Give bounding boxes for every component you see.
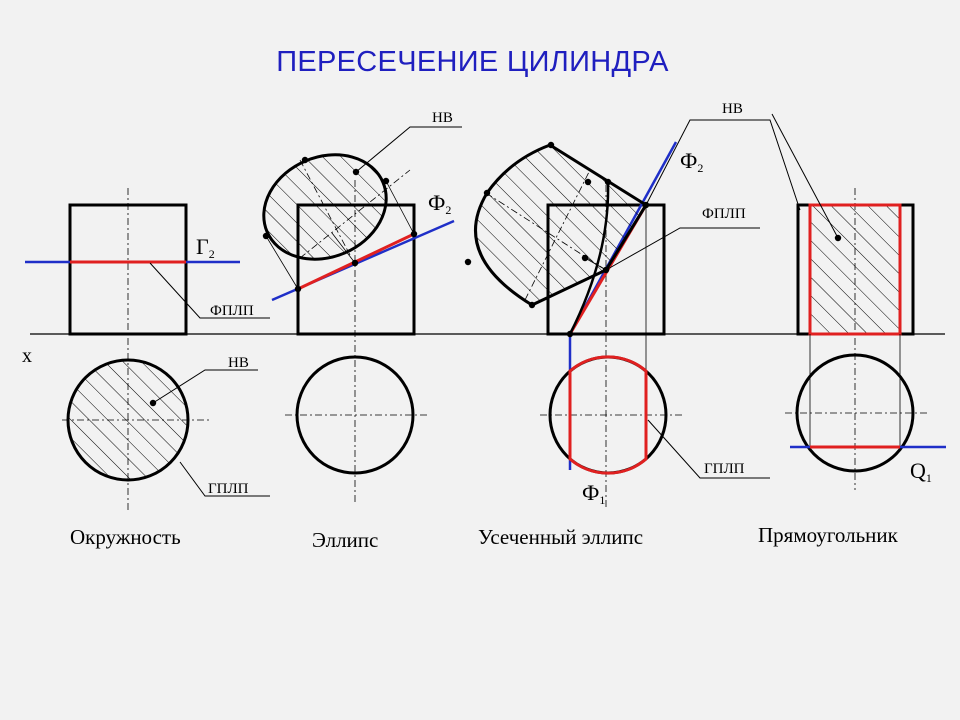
ellipse-chord (568, 181, 610, 335)
phi2-label: Ф2 (428, 190, 451, 217)
point-marker (301, 156, 309, 164)
caption-ellipse: Эллипс (312, 528, 379, 552)
point-marker (547, 141, 555, 149)
point-marker (382, 177, 390, 185)
nv-label: НВ (722, 101, 743, 117)
point-marker (483, 189, 491, 197)
nv-label: НВ (432, 110, 453, 126)
projection-line (265, 235, 299, 290)
q1-label: Q1 (910, 458, 932, 485)
front-view-square (68, 203, 188, 336)
hatch-fill (810, 205, 900, 334)
gamma2-label: Г2 (196, 234, 215, 261)
projection-line (385, 180, 415, 235)
fplp-label: ФПЛП (702, 206, 746, 222)
x-axis-label: x (22, 345, 32, 367)
gplp-label: ГПЛП (208, 481, 249, 497)
truncated-ellipse-section-figure: Ф2 ФПЛП ГПЛП Ф1 (464, 119, 801, 510)
point-marker (464, 258, 472, 266)
point-marker (294, 285, 302, 293)
point-marker (566, 330, 574, 338)
section-rectangle (808, 203, 902, 336)
hatch-fill (68, 360, 188, 480)
section-outline (568, 355, 648, 475)
phi1-label: Ф1 (582, 480, 605, 507)
nv-label: НВ (228, 355, 249, 371)
leader-line (605, 227, 760, 271)
caption-truncated-ellipse: Усеченный эллипс (478, 525, 644, 549)
point-marker (581, 254, 589, 262)
leader-line (645, 119, 801, 211)
point-marker (410, 230, 418, 238)
leader-line (647, 419, 770, 479)
leader-line (771, 113, 839, 239)
gplp-label: ГПЛП (704, 461, 745, 477)
point-marker (351, 259, 359, 267)
caption-rectangle: Прямоугольник (758, 523, 898, 547)
circle-section-figure: НВ ФПЛП ГПЛП Г2 (25, 188, 270, 510)
point-marker (528, 301, 536, 309)
diagram-title: ПЕРЕСЕЧЕНИЕ ЦИЛИНДРА (276, 46, 669, 78)
leader-line (152, 369, 258, 404)
fplp-label: ФПЛП (210, 303, 254, 319)
rectangle-section-figure: НВ Q1 (722, 101, 946, 490)
point-marker (584, 178, 592, 186)
ellipse-section-figure: НВ Ф2 (250, 110, 462, 505)
leader-line (149, 262, 270, 319)
caption-circle: Окружность (70, 525, 181, 549)
point-marker (604, 178, 612, 186)
phi2-label: Ф2 (680, 148, 703, 175)
point-marker (262, 232, 270, 240)
leader-line (179, 461, 270, 497)
true-view-truncated-ellipse (474, 143, 649, 307)
leader-line (355, 126, 462, 173)
